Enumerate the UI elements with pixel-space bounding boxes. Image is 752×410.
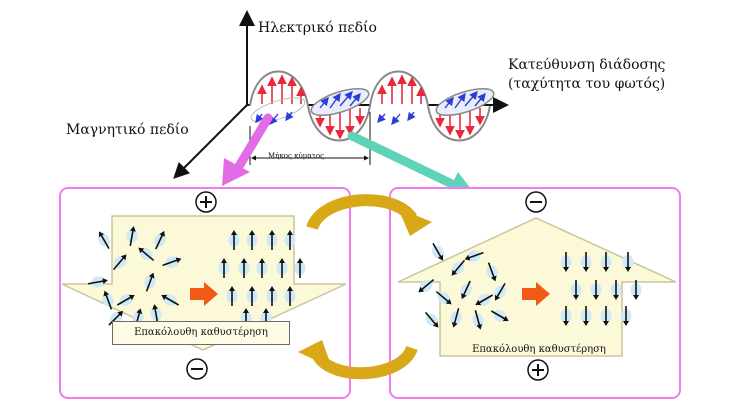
electric-lobe-1 [249, 70, 309, 107]
dipole-molecule [418, 278, 435, 293]
dipole-molecule [450, 308, 462, 328]
dipole-molecule [266, 286, 278, 306]
dipole-molecule [266, 230, 278, 250]
dipole-molecule [570, 280, 582, 300]
right-panel [389, 187, 681, 399]
electric-field-label: Ηλεκτρικό πεδίο [258, 20, 377, 36]
magnetic-field-label: Μαγνητικό πεδίο [66, 122, 189, 138]
dipole-molecule [126, 226, 138, 246]
dipole-molecule [98, 231, 110, 250]
dipole-molecule [424, 311, 439, 328]
dipole-molecule [162, 256, 182, 268]
dipole-molecule [116, 294, 135, 306]
dipole-molecule [494, 282, 506, 301]
dipole-molecule [630, 280, 642, 300]
dipole-molecule [154, 230, 166, 250]
dipole-molecule [472, 310, 484, 330]
dipole-molecule [276, 258, 288, 278]
dipole-molecule [138, 247, 155, 262]
wavelength-label: Μήκος κύματος [268, 152, 325, 160]
right-random-dipoles [418, 242, 509, 330]
dipole-molecule [294, 258, 306, 278]
dipole-molecule [475, 294, 494, 306]
left-panel [59, 187, 351, 399]
dipole-molecule [490, 310, 509, 322]
dipole-molecule [102, 290, 114, 310]
dipole-molecule [610, 280, 622, 300]
dipole-molecule [226, 286, 238, 306]
dipole-molecule [246, 286, 258, 306]
dipole-molecule [161, 294, 180, 306]
electric-lobe-3 [369, 70, 429, 107]
dipole-molecule [600, 306, 612, 326]
dipole-molecule [435, 290, 452, 305]
propagation-direction-label: Κατεύθυνση διάδοσης [508, 57, 666, 73]
dipole-molecule [144, 272, 156, 292]
dipole-molecule [560, 252, 572, 272]
dipole-molecule [464, 250, 484, 262]
dipole-molecule [284, 286, 296, 306]
dipole-molecule [451, 259, 466, 276]
left-panel-caption: Επακόλουθη καθυστέρηση [112, 321, 290, 345]
magnetic-wave [250, 87, 495, 126]
magnetic-field-vectors [255, 90, 486, 126]
dipole-molecule [460, 280, 472, 300]
right-orange-arrow [522, 282, 550, 306]
dipole-molecule [150, 304, 162, 324]
dipole-molecule [88, 276, 108, 288]
left-orange-arrow [190, 282, 218, 306]
dipole-molecule [246, 230, 258, 250]
dipole-molecule [432, 242, 444, 261]
dipole-molecule [580, 252, 592, 272]
right-aligned-dipoles [560, 252, 642, 326]
cycle-arrow-bottom [298, 340, 418, 380]
dipole-molecule [600, 252, 612, 272]
cycle-arrow-top [306, 194, 432, 236]
right-panel-caption: Επακόλουθη καθυστέρηση [472, 344, 606, 355]
dipole-molecule [284, 230, 296, 250]
dipole-molecule [112, 254, 127, 271]
magnetic-axis [173, 104, 248, 179]
dipole-molecule [580, 306, 592, 326]
dipole-molecule [622, 252, 634, 272]
left-aligned-dipoles [218, 230, 306, 328]
dipole-molecule [560, 306, 572, 326]
dipole-molecule [590, 280, 602, 300]
dipole-molecule [228, 230, 240, 250]
magenta-arrow [222, 113, 273, 186]
dipole-molecule [218, 258, 230, 278]
dipole-molecule [238, 258, 250, 278]
magnetic-lobe-3 [250, 97, 306, 123]
speed-of-light-label: (ταχύτητα του φωτός) [508, 76, 666, 92]
dipole-molecule [620, 306, 632, 326]
dipole-molecule [256, 258, 268, 278]
dipole-molecule [486, 262, 498, 282]
